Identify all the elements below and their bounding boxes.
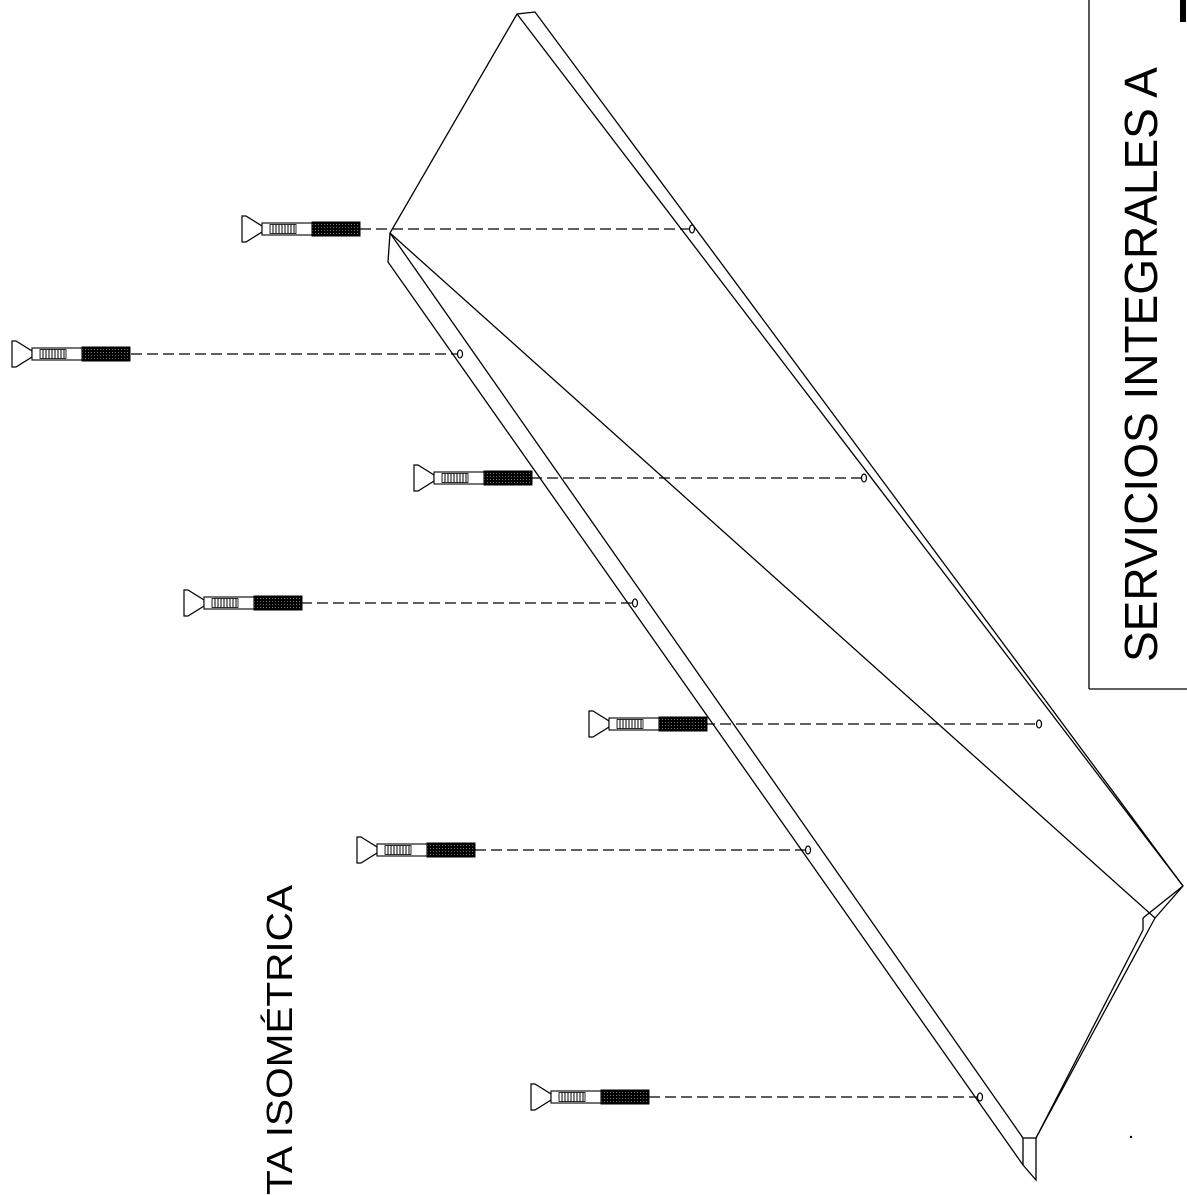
hole [1035,719,1043,729]
hole [976,1092,984,1102]
screw [588,710,708,738]
title-block-mark [1180,0,1186,22]
title-block: SERVICIOS INTEGRALES A [1088,0,1187,690]
angle-plate [387,11,1184,1182]
screw [530,1083,650,1111]
hole [860,473,868,483]
screw [183,589,303,617]
hole [631,598,639,608]
holes [456,224,1043,1102]
view-label: TA ISOMÉTRICA [259,885,300,1195]
plate-back-edge [516,13,1184,887]
screws [11,215,708,1111]
stray-dot [1129,1135,1133,1139]
screw [241,215,361,243]
screw [356,836,476,864]
plate-top-face [389,11,1184,919]
plate-fold-edge [1035,929,1144,1139]
screw [11,340,131,368]
screw [413,464,533,492]
hole [688,224,696,234]
plate-flange-inner-edge [389,232,1024,1139]
hole [804,845,812,855]
hole [456,349,464,359]
company-name: SERVICIOS INTEGRALES A [1115,67,1167,662]
plate-flange [387,232,1156,1182]
alignment-lines [131,228,1037,1098]
plate-fold-line [1142,885,1184,919]
